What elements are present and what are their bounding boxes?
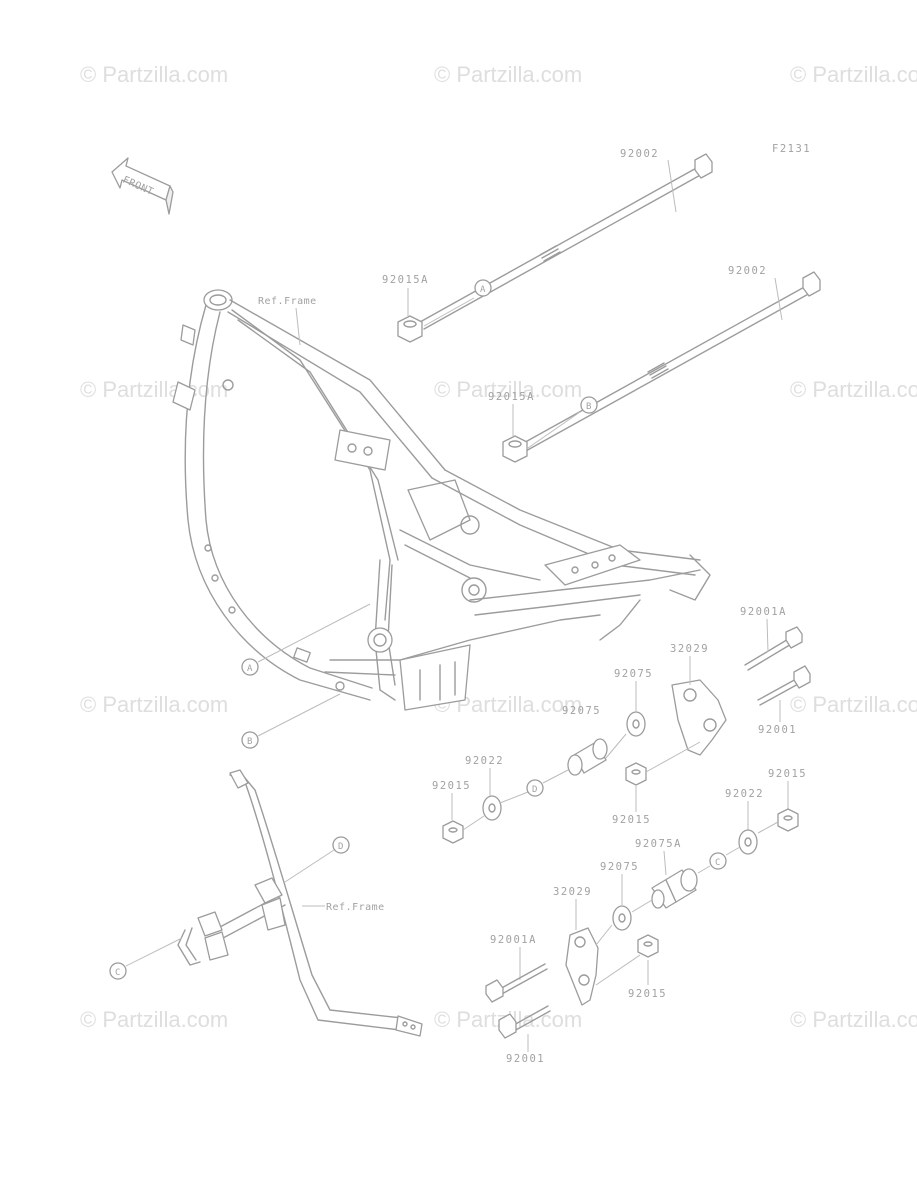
part-label-92022-c: 92022	[725, 788, 764, 800]
nut-92015-left	[637, 934, 659, 958]
watermark: © Partzilla.com	[80, 377, 229, 402]
callout-a-bolt-label: A	[480, 285, 486, 295]
bolt-92001A-right	[744, 626, 803, 671]
long-bolt-b	[519, 271, 821, 453]
callout-b-frame	[241, 731, 259, 749]
watermark: © Partzilla.com	[434, 377, 583, 402]
watermark: © Partzilla.com	[80, 62, 229, 87]
frame-detail-drawing	[177, 769, 423, 1037]
part-label-92002-a: 92002	[620, 148, 659, 160]
callout-d-right	[526, 779, 544, 797]
callout-b-frame-label: B	[247, 737, 252, 747]
callout-b-bolt	[580, 396, 598, 414]
callout-a-frame-label: A	[247, 664, 253, 674]
part-label-92001A-right: 92001A	[740, 606, 787, 618]
nut-92015-mid	[625, 762, 647, 786]
callout-c-left-label: C	[115, 968, 120, 978]
part-label-32029-right: 32029	[670, 643, 709, 655]
diagram-code: F2131	[772, 143, 811, 155]
watermark: © Partzilla.com	[80, 1007, 229, 1032]
frame-drawing	[172, 289, 711, 711]
part-label-92015-left: 92015	[628, 988, 667, 1000]
ref-frame-label: Ref.Frame	[258, 296, 317, 307]
bolt-92001-left	[498, 1005, 551, 1039]
part-label-92015-mid: 92015	[612, 814, 651, 826]
callout-b-bolt-label: B	[586, 402, 591, 412]
washer-92075-right	[626, 711, 646, 737]
callout-d-right-label: D	[532, 785, 537, 795]
collar-92075A-c	[651, 868, 698, 909]
part-label-92001-left: 92001	[506, 1053, 545, 1065]
bolt-92001A-left	[485, 963, 548, 1003]
part-label-92015A-b: 92015A	[488, 391, 535, 403]
washer-92022-d	[482, 795, 502, 821]
part-label-92015-c: 92015	[768, 768, 807, 780]
callout-a-bolt	[474, 279, 492, 297]
washer-92022-c	[738, 829, 758, 855]
watermark: © Partzilla.com	[790, 377, 917, 402]
watermark: © Partzilla.com	[80, 692, 229, 717]
callout-c-right	[709, 852, 727, 870]
nut-92015-c	[777, 808, 799, 832]
bracket-32029-left	[565, 927, 599, 1006]
nut-92015-d	[442, 820, 464, 844]
part-label-92075-right-washer: 92075	[614, 668, 653, 680]
part-label-92022-d: 92022	[465, 755, 504, 767]
part-label-92015-d: 92015	[432, 780, 471, 792]
part-label-92075-left: 92075	[600, 861, 639, 873]
watermark: © Partzilla.com	[434, 62, 583, 87]
nut-92015A-b	[502, 435, 528, 463]
ref-frame-label-lower: Ref.Frame	[326, 902, 385, 913]
collar-92075-right	[567, 738, 608, 776]
callout-a-frame	[241, 658, 259, 676]
part-label-32029-left: 32029	[553, 886, 592, 898]
part-label-92015A-a: 92015A	[382, 274, 429, 286]
callout-d-left	[332, 836, 350, 854]
bracket-32029-right	[671, 679, 727, 756]
part-label-92001-right: 92001	[758, 724, 797, 736]
part-label-92001A-left: 92001A	[490, 934, 537, 946]
front-arrow-icon: FRONT	[111, 157, 174, 215]
watermark: © Partzilla.com	[790, 62, 917, 87]
watermark: © Partzilla.com	[790, 1007, 917, 1032]
callout-d-left-label: D	[338, 842, 343, 852]
part-label-92075A-c: 92075A	[635, 838, 682, 850]
washer-92075-left	[612, 905, 632, 931]
nut-92015A-a	[397, 315, 423, 343]
callout-c-left	[109, 962, 127, 980]
callout-c-right-label: C	[715, 858, 720, 868]
watermark: © Partzilla.com	[790, 692, 917, 717]
bolt-92001-right	[757, 665, 811, 706]
part-label-92002-b: 92002	[728, 265, 767, 277]
part-label-92075-right-collar: 92075	[562, 705, 601, 717]
long-bolt-a	[419, 153, 713, 330]
